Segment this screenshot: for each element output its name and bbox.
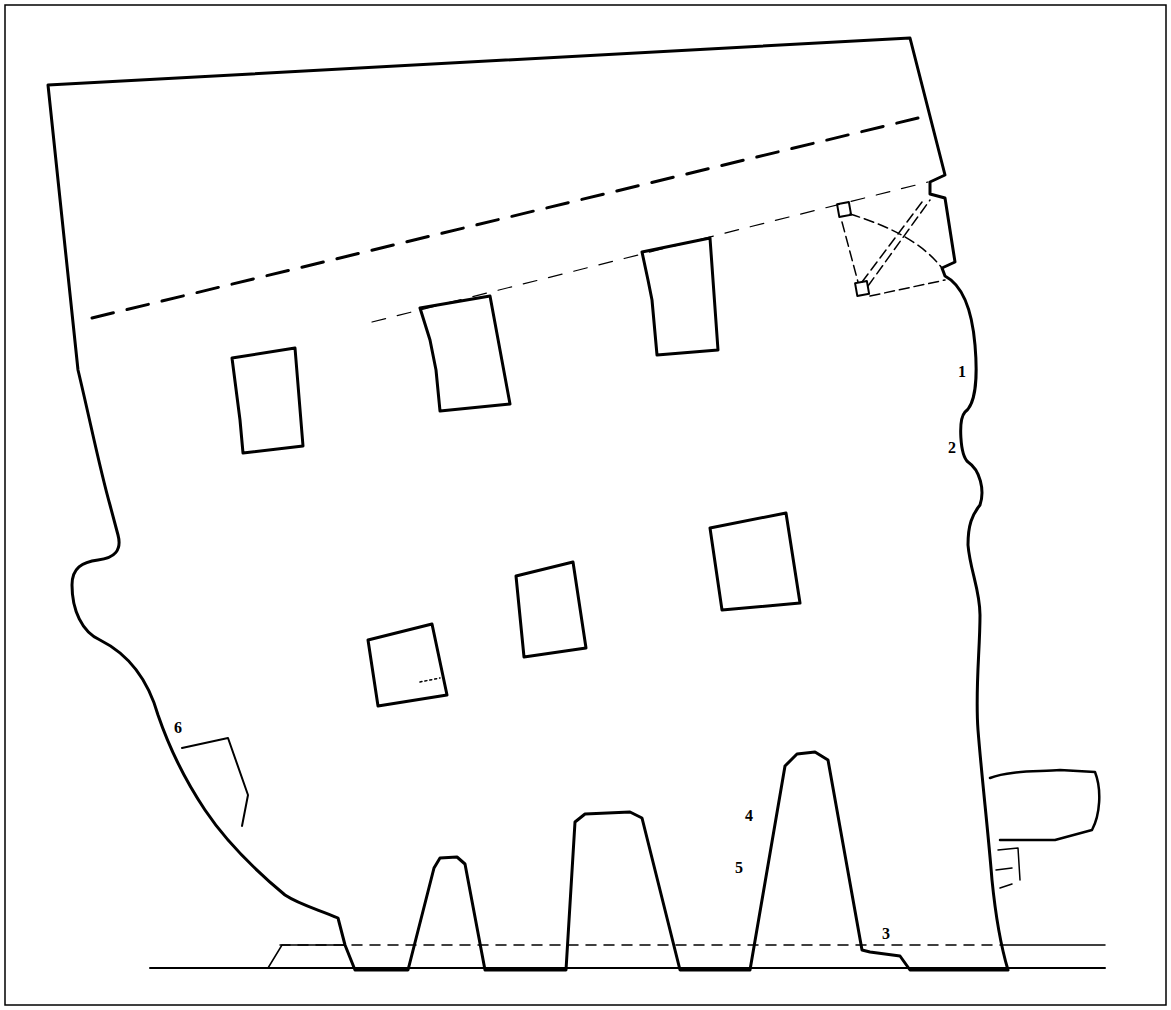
window-mark <box>420 678 440 682</box>
projecting-block <box>990 770 1099 840</box>
square-hole <box>837 202 851 217</box>
window <box>420 296 510 411</box>
window <box>368 624 447 706</box>
callout-number: 3 <box>882 926 890 942</box>
dashed-brace <box>842 198 945 296</box>
window <box>516 562 586 657</box>
callout-number: 1 <box>958 364 966 380</box>
ground-dashed-line <box>280 944 1000 946</box>
square-hole <box>855 281 869 296</box>
stone-fragment <box>182 738 248 826</box>
small-marks <box>996 848 1020 888</box>
callout-number: 4 <box>745 808 753 824</box>
window <box>710 513 800 610</box>
callout-number: 2 <box>948 440 956 456</box>
dashed-line <box>372 182 928 322</box>
callout-number: 5 <box>735 860 743 876</box>
wall-outline <box>48 38 1008 970</box>
window <box>642 238 718 355</box>
ground-line <box>150 967 1105 969</box>
ground-step <box>268 945 1105 968</box>
window <box>232 348 303 453</box>
callout-number: 6 <box>174 720 182 736</box>
frame <box>5 5 1166 1005</box>
